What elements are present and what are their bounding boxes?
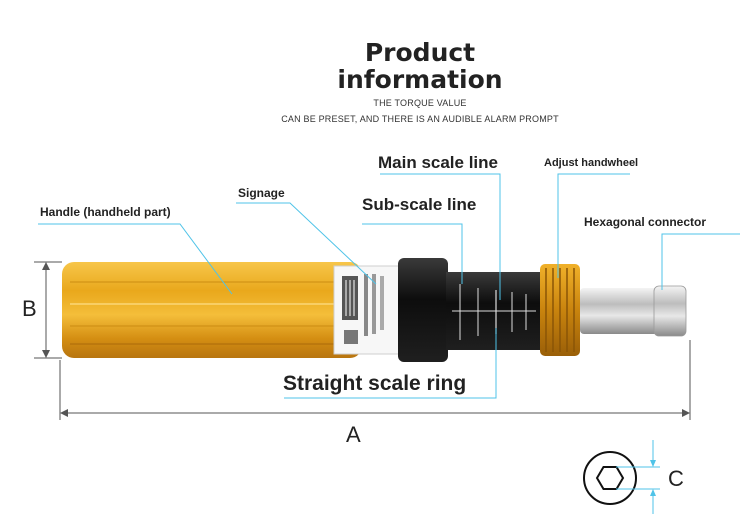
hexagon-socket-icon (583, 440, 660, 514)
label-main-scale-line: Main scale line (378, 153, 498, 172)
hex-connector-shaft (580, 285, 687, 337)
title-line-1: Product (364, 38, 476, 67)
dimension-c: C (668, 466, 684, 491)
subtitle-line-2: CAN BE PRESET, AND THERE IS AN AUDIBLE A… (281, 114, 559, 124)
black-collar (398, 258, 448, 362)
dimension-lines (34, 261, 691, 420)
dimension-b: B (22, 296, 37, 321)
subtitle-line-1: THE TORQUE VALUE (373, 98, 467, 108)
handle-body (62, 262, 362, 358)
scale-barrel (446, 272, 542, 350)
label-straight-scale-ring: Straight scale ring (283, 372, 467, 395)
label-hexagonal-connector: Hexagonal connector (584, 215, 707, 229)
label-sub-scale-line: Sub-scale line (362, 195, 477, 214)
dimension-a: A (346, 422, 361, 447)
signage-sticker (333, 265, 403, 355)
label-adjust-handwheel: Adjust handwheel (544, 157, 639, 169)
label-signage: Signage (238, 186, 285, 200)
leader-lines (38, 173, 740, 399)
title-line-2: information (337, 65, 503, 94)
label-handle: Handle (handheld part) (40, 205, 171, 219)
adjust-handwheel (540, 264, 580, 356)
